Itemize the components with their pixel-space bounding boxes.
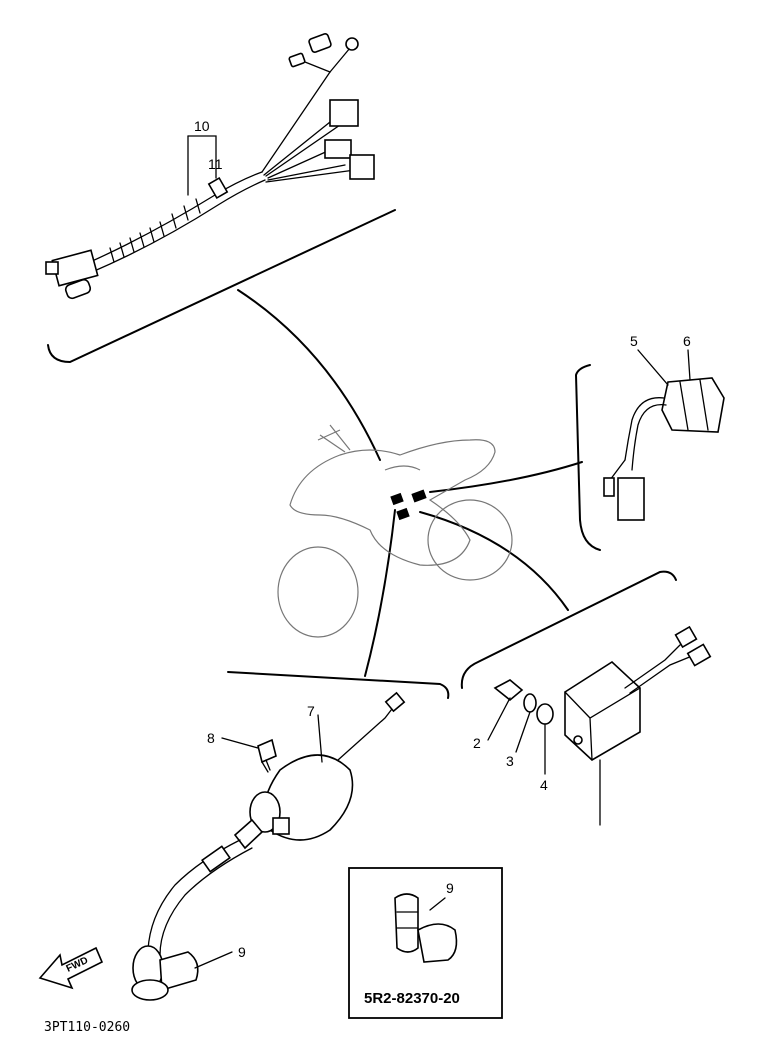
callout-2: 2	[473, 735, 481, 751]
harness-clamp	[207, 176, 229, 200]
callout-9-inset: 9	[446, 880, 454, 896]
screw-2	[493, 679, 524, 702]
switch-assembly	[603, 349, 725, 521]
callout-4: 4	[540, 777, 548, 793]
leader-harness	[237, 289, 381, 461]
switch-bracket	[574, 364, 601, 551]
harness-connector	[324, 139, 352, 159]
drawing-code: 3PT110-0260	[44, 1020, 130, 1035]
washer-4	[536, 703, 554, 725]
harness-connector	[349, 154, 375, 180]
harness-connector	[329, 99, 359, 127]
callout-10: 10	[194, 118, 210, 134]
cdi-unit	[487, 625, 712, 826]
harness-terminal	[308, 33, 332, 53]
spring-washer-3	[523, 693, 537, 713]
wire-harness	[45, 33, 375, 300]
callout-3: 3	[506, 753, 514, 769]
callout-11: 11	[208, 156, 223, 172]
callout-8: 8	[207, 730, 215, 746]
cdi-bracket	[460, 570, 677, 689]
forward-marker: FWD	[38, 946, 104, 990]
leader-cdi	[419, 511, 569, 611]
harness-main-connector	[51, 249, 99, 287]
callout-7: 7	[307, 703, 315, 719]
inset-plug-cap-9	[394, 893, 419, 953]
callout-5: 5	[630, 333, 638, 349]
motorcycle-silhouette	[277, 424, 513, 638]
switch-coupler	[617, 477, 645, 521]
callout-6: 6	[683, 333, 691, 349]
wire-harness-bracket	[47, 209, 396, 364]
leader-coil	[364, 509, 396, 677]
harness-ring-terminal	[345, 37, 359, 51]
inset-box: 5R2-82370-20	[348, 867, 503, 1019]
bolt-8	[257, 738, 277, 764]
ignition-coil	[131, 691, 406, 1001]
coil-bracket	[227, 671, 450, 699]
leader-switch	[429, 461, 583, 493]
callout-labels: 10 11 5 6 7 8 2 3 4 9 9	[194, 118, 691, 960]
switch-body	[661, 377, 725, 433]
forward-arrow-icon	[38, 946, 104, 990]
callout-9: 9	[238, 944, 246, 960]
inset-part-number: 5R2-82370-20	[364, 990, 460, 1007]
group-brackets	[47, 209, 677, 699]
